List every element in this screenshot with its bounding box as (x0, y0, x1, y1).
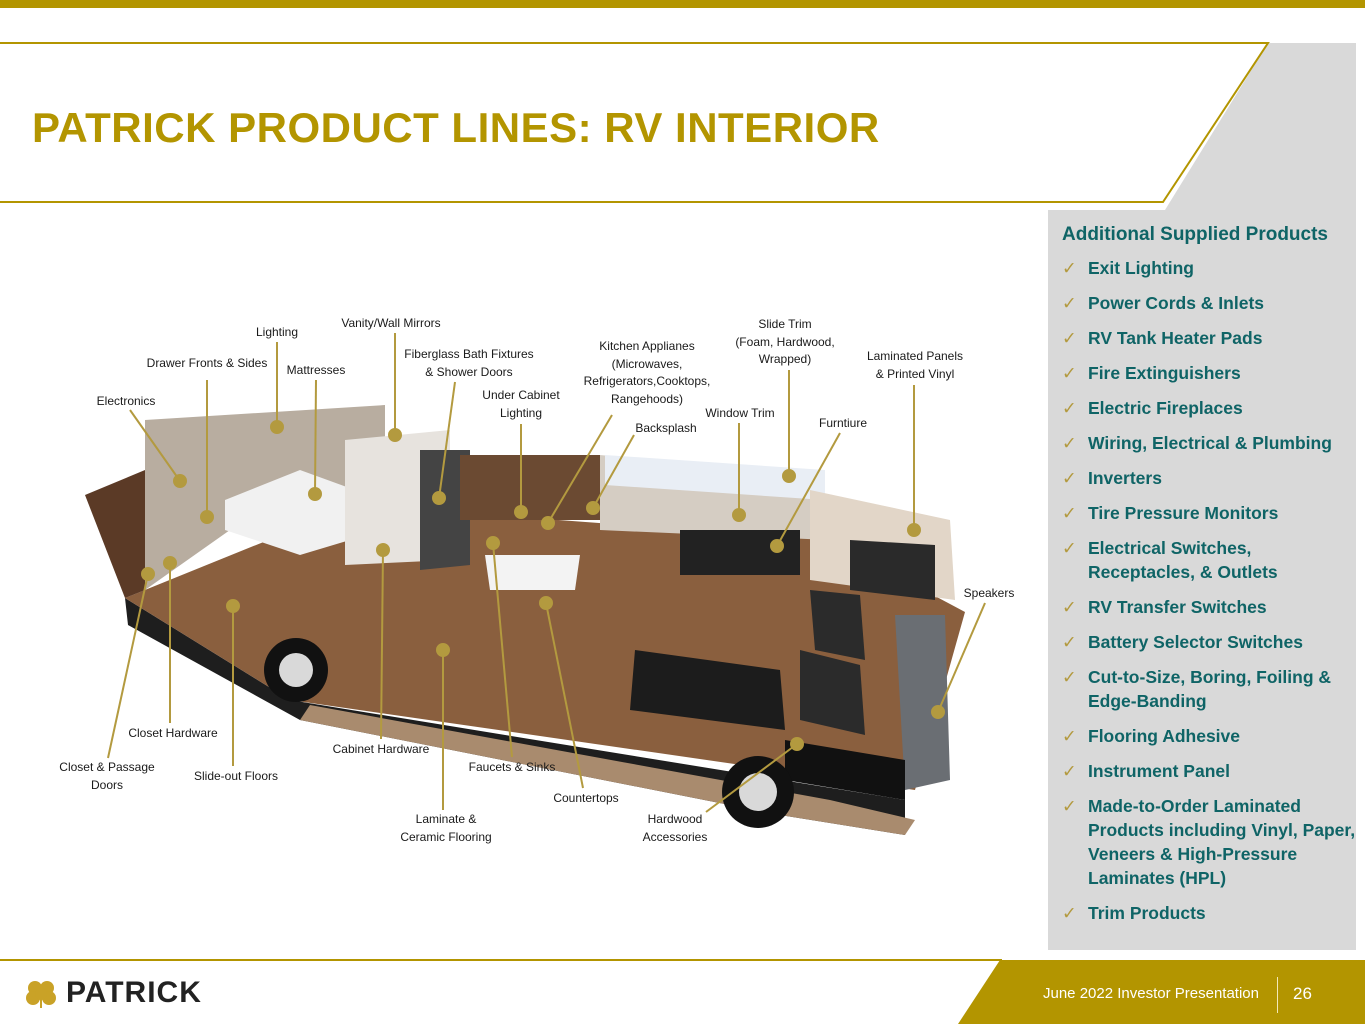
callout-electronics: Electronics (96, 394, 156, 408)
product-list-item: ✓ Wiring, Electrical & Plumbing (1062, 431, 1356, 455)
callout-fiberglass: Fiberglass Bath Fixtures & Shower Doors (404, 347, 534, 379)
product-label: Tire Pressure Monitors (1088, 503, 1279, 523)
callout-backsplash: Backsplash (635, 421, 697, 435)
callout-lighting: Lighting (255, 325, 299, 339)
check-icon: ✓ (1062, 538, 1077, 558)
rv-illustration (85, 405, 965, 835)
top-bar (0, 0, 1365, 8)
check-icon: ✓ (1062, 667, 1077, 687)
product-label: Inverters (1088, 468, 1162, 488)
check-icon: ✓ (1062, 761, 1077, 781)
title-frame (0, 42, 1270, 203)
callout-closethw: Closet Hardware (128, 726, 218, 740)
check-icon: ✓ (1062, 903, 1077, 923)
callout-hardwood: Hardwood Accessories (642, 812, 708, 844)
product-list: ✓ Exit Lighting ✓ Power Cords & Inlets ✓ RV T… (1062, 256, 1356, 925)
product-list-item: ✓ Made-to-Order Laminated Products includ… (1062, 794, 1356, 890)
page-number: 26 (1293, 984, 1312, 1003)
check-icon: ✓ (1062, 632, 1077, 652)
callout-slidefloors: Slide-out Floors (193, 769, 279, 783)
product-label: Flooring Adhesive (1088, 726, 1241, 746)
check-icon: ✓ (1062, 433, 1077, 453)
check-icon: ✓ (1062, 468, 1077, 488)
callout-drawer: Drawer Fronts & Sides (146, 356, 268, 370)
product-list-item: ✓ Electric Fireplaces (1062, 396, 1356, 420)
product-list-item: ✓ Inverters (1062, 466, 1356, 490)
callout-furniture: Furntiure (818, 416, 868, 430)
product-list-item: ✓ Flooring Adhesive (1062, 724, 1356, 748)
product-label: Exit Lighting (1088, 258, 1194, 278)
callout-windowtrim: Window Trim (705, 406, 775, 420)
footer-band (958, 960, 1365, 1024)
product-list-item: ✓ Battery Selector Switches (1062, 630, 1356, 654)
product-list-item: ✓ Instrument Panel (1062, 759, 1356, 783)
check-icon: ✓ (1062, 328, 1077, 348)
product-label: Battery Selector Switches (1088, 632, 1303, 652)
callout-flooring: Laminate & Ceramic Flooring (400, 812, 492, 844)
product-label: Cut-to-Size, Boring, Foiling & Edge-Band… (1088, 667, 1332, 711)
check-icon: ✓ (1062, 258, 1077, 278)
callout-cabhw: Cabinet Hardware (332, 742, 430, 756)
product-list-item: ✓ Trim Products (1062, 901, 1356, 925)
product-label: Trim Products (1088, 903, 1206, 923)
callout-laminated: Laminated Panels & Printed Vinyl (866, 349, 964, 381)
check-icon: ✓ (1062, 726, 1077, 746)
callout-kitchen: Kitchen Applianes (Microwaves, Refrigera… (583, 339, 711, 406)
product-label: Made-to-Order Laminated Products includi… (1088, 796, 1356, 888)
check-icon: ✓ (1062, 796, 1077, 816)
additional-products-panel: Additional Supplied Products ✓ Exit Light… (1048, 210, 1356, 950)
product-list-item: ✓ Cut-to-Size, Boring, Foiling & Edge-Ban… (1062, 665, 1356, 713)
check-icon: ✓ (1062, 503, 1077, 523)
product-label: Electrical Switches, Receptacles, & Outl… (1088, 538, 1278, 582)
callout-mirrors: Vanity/Wall Mirrors (341, 316, 441, 330)
check-icon: ✓ (1062, 597, 1077, 617)
product-list-item: ✓ Exit Lighting (1062, 256, 1356, 280)
patrick-logo: PATRICK (24, 976, 202, 1010)
check-icon: ✓ (1062, 293, 1077, 313)
product-label: Fire Extinguishers (1088, 363, 1241, 383)
product-list-item: ✓ Power Cords & Inlets (1062, 291, 1356, 315)
shamrock-icon (26, 981, 56, 1008)
product-label: Instrument Panel (1088, 761, 1230, 781)
product-list-item: ✓ Tire Pressure Monitors (1062, 501, 1356, 525)
product-label: RV Transfer Switches (1088, 597, 1267, 617)
callout-faucets: Faucets & Sinks (468, 760, 556, 774)
callout-closetdoors: Closet & Passage Doors (59, 760, 155, 792)
product-list-item: ✓ RV Transfer Switches (1062, 595, 1356, 619)
check-icon: ✓ (1062, 398, 1077, 418)
check-icon: ✓ (1062, 363, 1077, 383)
product-label: RV Tank Heater Pads (1088, 328, 1263, 348)
page-title: PATRICK PRODUCT LINES: RV INTERIOR (32, 104, 880, 151)
panel-heading: Additional Supplied Products (1062, 224, 1328, 245)
callout-speakers: Speakers (963, 586, 1015, 600)
product-label: Wiring, Electrical & Plumbing (1088, 433, 1332, 453)
footer-separator (1277, 977, 1278, 1013)
product-label: Power Cords & Inlets (1088, 293, 1265, 313)
product-list-item: ✓ Electrical Switches, Receptacles, & Out… (1062, 536, 1356, 584)
leader-lines (107, 333, 986, 813)
callout-undercab: Under Cabinet Lighting (482, 388, 560, 420)
callout-mattresses: Mattresses (286, 363, 346, 377)
callout-countertops: Countertops (553, 791, 619, 805)
logo-text: PATRICK (66, 976, 202, 1009)
footer-presentation-title: June 2022 Investor Presentation (1043, 985, 1259, 1002)
product-label: Electric Fireplaces (1088, 398, 1243, 418)
callout-slidetrim: Slide Trim (Foam, Hardwood, Wrapped) (735, 317, 835, 366)
product-list-item: ✓ Fire Extinguishers (1062, 361, 1356, 385)
product-list-item: ✓ RV Tank Heater Pads (1062, 326, 1356, 350)
